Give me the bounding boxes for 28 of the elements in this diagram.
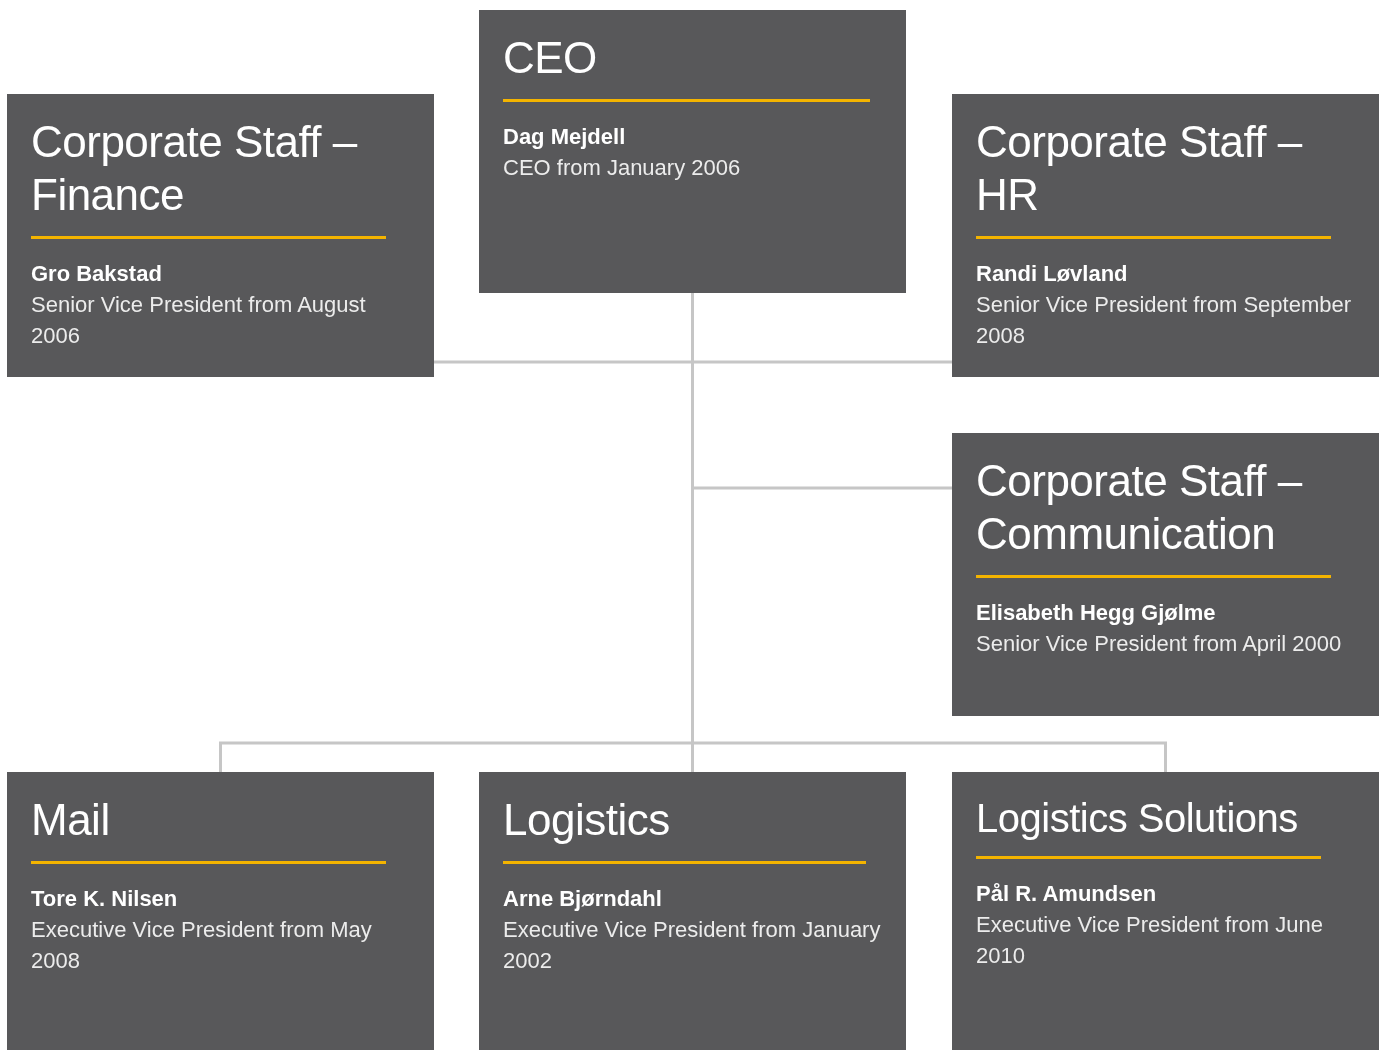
person-name: Pål R. Amundsen [976, 880, 1158, 908]
unit-title: Logistics Solutions [976, 795, 1299, 842]
role-description: Executive Vice President from June 2010 [976, 911, 1324, 970]
org-unit-box [952, 94, 1379, 377]
person-name: Tore K. Nilsen [31, 884, 179, 913]
org-unit-box [479, 10, 906, 293]
person-name: Dag Mejdell [503, 122, 627, 151]
org-unit-box [952, 772, 1379, 1050]
unit-title: Corporate Staff – HR [976, 116, 1304, 221]
unit-title: CEO [503, 32, 598, 84]
role-description: Senior Vice President from August 2006 [31, 290, 367, 350]
org-unit-box [7, 94, 434, 377]
role-description: Senior Vice President from April 2000 [976, 629, 1343, 658]
person-name: Gro Bakstad [31, 259, 163, 288]
person-name: Elisabeth Hegg Gjølme [976, 598, 1217, 627]
role-description: Executive Vice President from January 2002 [503, 915, 882, 975]
role-description: CEO from January 2006 [503, 153, 742, 182]
org-unit-box [7, 772, 434, 1050]
unit-title: Corporate Staff – Finance [31, 116, 359, 221]
role-description: Senior Vice President from September 2008 [976, 290, 1352, 350]
person-name: Randi Løvland [976, 259, 1129, 288]
role-description: Executive Vice President from May 2008 [31, 915, 373, 975]
person-name: Arne Bjørndahl [503, 884, 663, 913]
unit-title: Logistics [503, 794, 671, 846]
org-unit-box [952, 433, 1379, 716]
unit-title: Mail [31, 794, 111, 846]
unit-title: Corporate Staff – Communication [976, 455, 1304, 560]
org-unit-box [479, 772, 906, 1050]
